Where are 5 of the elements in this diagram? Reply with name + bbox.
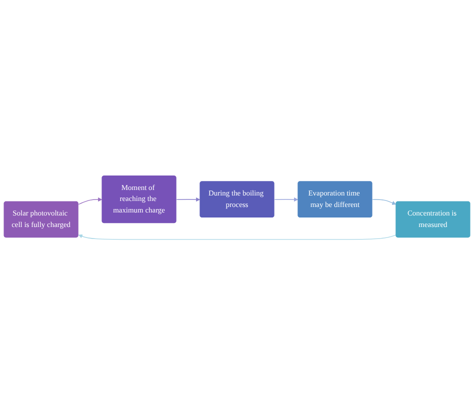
arrow	[274, 197, 298, 202]
arrow	[372, 199, 396, 205]
arrow	[78, 234, 396, 240]
arrow	[78, 197, 102, 205]
arrow	[176, 197, 200, 202]
